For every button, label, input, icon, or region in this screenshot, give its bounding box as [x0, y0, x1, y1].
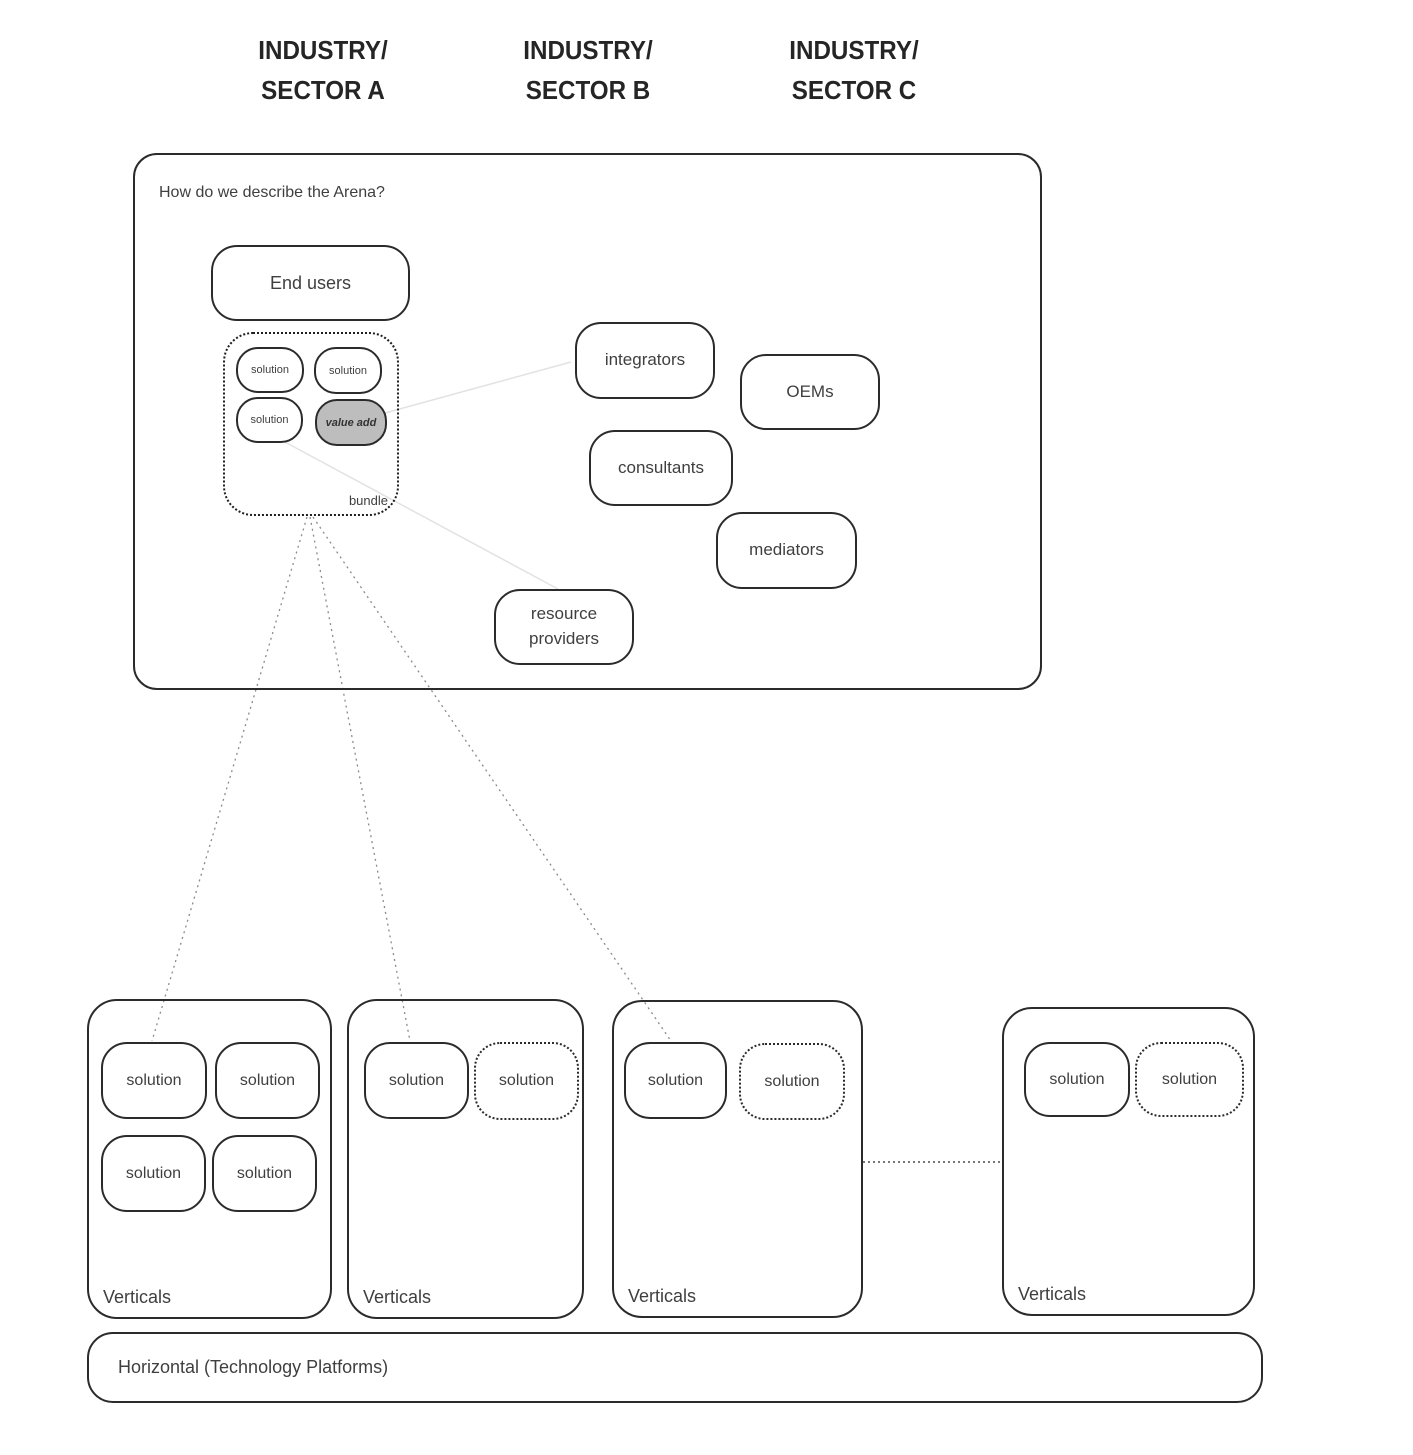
dotted-connector-bundle-to-verticals-2 — [309, 516, 411, 1042]
bundle-solution-box: solution — [236, 397, 303, 443]
arena-container: How do we describe the Arena? End users … — [133, 153, 1042, 690]
solution-box-dotted: solution — [739, 1043, 845, 1120]
header-line: SECTOR A — [261, 75, 385, 105]
end-users-box: End users — [211, 245, 410, 321]
header-line: SECTOR B — [525, 75, 651, 105]
verticals-label: Verticals — [628, 1286, 697, 1306]
header-line: INDUSTRY/ — [523, 35, 653, 65]
solution-box: solution — [212, 1135, 317, 1212]
dotted-connector-bundle-to-verticals-3 — [312, 516, 672, 1042]
solution-box: solution — [1024, 1042, 1130, 1117]
header-industry-sector-c: INDUSTRY/ SECTOR C — [742, 30, 965, 110]
dotted-connector-bundle-to-verticals-1 — [151, 516, 308, 1042]
verticals-box-2: solution solution Verticals — [347, 999, 584, 1319]
verticals-box-4: solution solution Verticals — [1002, 1007, 1255, 1316]
integrators-box: integrators — [575, 322, 715, 399]
verticals-label: Verticals — [363, 1287, 432, 1307]
solution-box: solution — [101, 1042, 207, 1119]
oems-box: OEMs — [740, 354, 880, 430]
bundle-value-add-box: value add — [315, 399, 387, 446]
solution-box-dotted: solution — [1135, 1042, 1244, 1117]
verticals-label: Verticals — [1018, 1284, 1087, 1304]
verticals-box-3: solution solution Verticals — [612, 1000, 863, 1318]
bundle-solution-box: solution — [236, 347, 304, 393]
connector-bundle-to-integrators — [384, 361, 572, 414]
solution-box: solution — [364, 1042, 469, 1119]
verticals-label: Verticals — [103, 1287, 172, 1307]
bundle-container: solution solution solution value add bun… — [223, 332, 399, 516]
header-industry-sector-b: INDUSTRY/ SECTOR B — [476, 30, 699, 110]
solution-box: solution — [215, 1042, 320, 1119]
bundle-solution-box: solution — [314, 347, 382, 394]
solution-box: solution — [624, 1042, 727, 1119]
verticals-box-1: solution solution solution solution Vert… — [87, 999, 332, 1319]
solution-box-dotted: solution — [474, 1042, 579, 1120]
header-industry-sector-a: INDUSTRY/ SECTOR A — [211, 30, 434, 110]
header-line: SECTOR C — [791, 75, 917, 105]
solution-box: solution — [101, 1135, 206, 1212]
header-line: INDUSTRY/ — [789, 35, 919, 65]
arena-question: How do we describe the Arena? — [159, 184, 385, 201]
connector-bundle-to-resource-providers — [282, 440, 559, 590]
header-line: INDUSTRY/ — [258, 35, 388, 65]
mediators-box: mediators — [716, 512, 857, 589]
horizontal-platforms-bar: Horizontal (Technology Platforms) — [87, 1332, 1263, 1403]
bundle-label: bundle — [348, 493, 388, 508]
consultants-box: consultants — [589, 430, 733, 506]
horizontal-platforms-label: Horizontal (Technology Platforms) — [118, 1357, 389, 1377]
resource-providers-box: resource providers — [494, 589, 634, 665]
